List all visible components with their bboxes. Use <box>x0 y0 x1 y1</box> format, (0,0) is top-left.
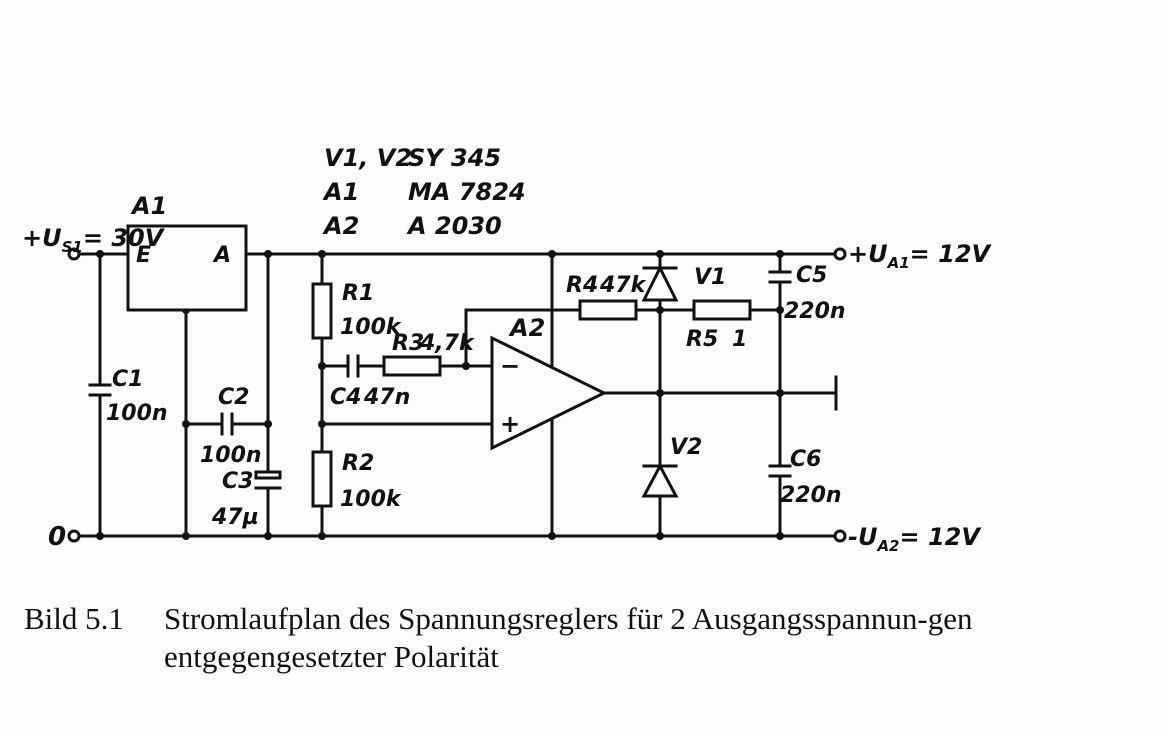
resistor-r2 <box>311 450 333 508</box>
c3-ref: C3 <box>222 469 253 494</box>
c4-ref: C4 <box>330 385 361 410</box>
input-label: +US1= 30V <box>22 224 166 256</box>
diode-v1 <box>641 264 679 302</box>
a1-pin-in: E <box>136 243 151 268</box>
a1-pin-out: A <box>212 243 231 268</box>
resistor-r4 <box>578 299 638 321</box>
parts-type-2: MA 7824 <box>408 178 526 206</box>
capacitor-c5 <box>768 270 792 284</box>
resistor-r5 <box>692 299 752 321</box>
r5-value: 1 <box>732 327 747 352</box>
parts-ref-1: V1, V2 <box>324 144 412 172</box>
r2-value: 100k <box>340 487 402 512</box>
parts-ref-3: A2 <box>322 212 359 240</box>
r1-value: 100k <box>340 315 402 340</box>
caption-number: Bild 5.1 <box>24 601 124 636</box>
c1-ref: C1 <box>112 367 143 392</box>
capacitor-c3 <box>254 470 282 490</box>
out-neg-label: -UA2= 12V <box>848 523 982 555</box>
r1-ref: R1 <box>342 281 374 306</box>
parts-ref-2: A1 <box>322 178 359 206</box>
diode-v2 <box>641 462 679 498</box>
ground-label: 0 <box>48 522 66 552</box>
v1-ref: V1 <box>694 265 726 290</box>
r4-ref: R4 <box>566 273 598 298</box>
parts-type-1: SY 345 <box>408 144 501 172</box>
ground-terminal <box>67 529 81 543</box>
c2-ref: C2 <box>218 385 249 410</box>
c4-value: 47n <box>363 385 410 410</box>
regulator-a1 <box>126 224 248 312</box>
c1-value: 100n <box>106 401 168 426</box>
r5-ref: R5 <box>686 327 718 352</box>
c3-value: 47µ <box>211 505 259 530</box>
v2-ref: V2 <box>670 435 702 460</box>
c6-value: 220n <box>780 483 842 508</box>
r2-ref: R2 <box>342 451 374 476</box>
capacitor-c6 <box>768 464 792 478</box>
c6-ref: C6 <box>790 447 821 472</box>
parts-type-3: A 2030 <box>406 212 502 240</box>
input-terminal <box>67 247 81 261</box>
a2-plus: + <box>500 410 520 438</box>
c5-value: 220n <box>784 299 846 324</box>
junction-dots <box>96 250 784 540</box>
capacitor-c1 <box>88 383 112 397</box>
c5-ref: C5 <box>796 263 827 288</box>
terminals <box>67 247 847 543</box>
r4-value: 47k <box>599 273 647 298</box>
caption-text: Stromlaufplan des Spannungsreglers für 2… <box>164 601 973 674</box>
r3-value: 4,7k <box>419 331 475 356</box>
resistor-r1 <box>311 282 333 340</box>
out-neg-terminal <box>833 529 847 543</box>
out-pos-terminal <box>833 247 847 261</box>
a2-minus: − <box>500 352 520 380</box>
a1-name: A1 <box>130 192 167 220</box>
capacitor-c4 <box>346 354 360 378</box>
a2-name: A2 <box>508 314 545 342</box>
resistor-r3 <box>382 355 442 377</box>
capacitor-c2 <box>220 412 234 436</box>
out-pos-label: +UA1= 12V <box>848 240 993 272</box>
c2-value: 100n <box>200 443 262 468</box>
r3-ref: R3 <box>392 331 424 356</box>
opamp-a2 <box>490 335 608 451</box>
